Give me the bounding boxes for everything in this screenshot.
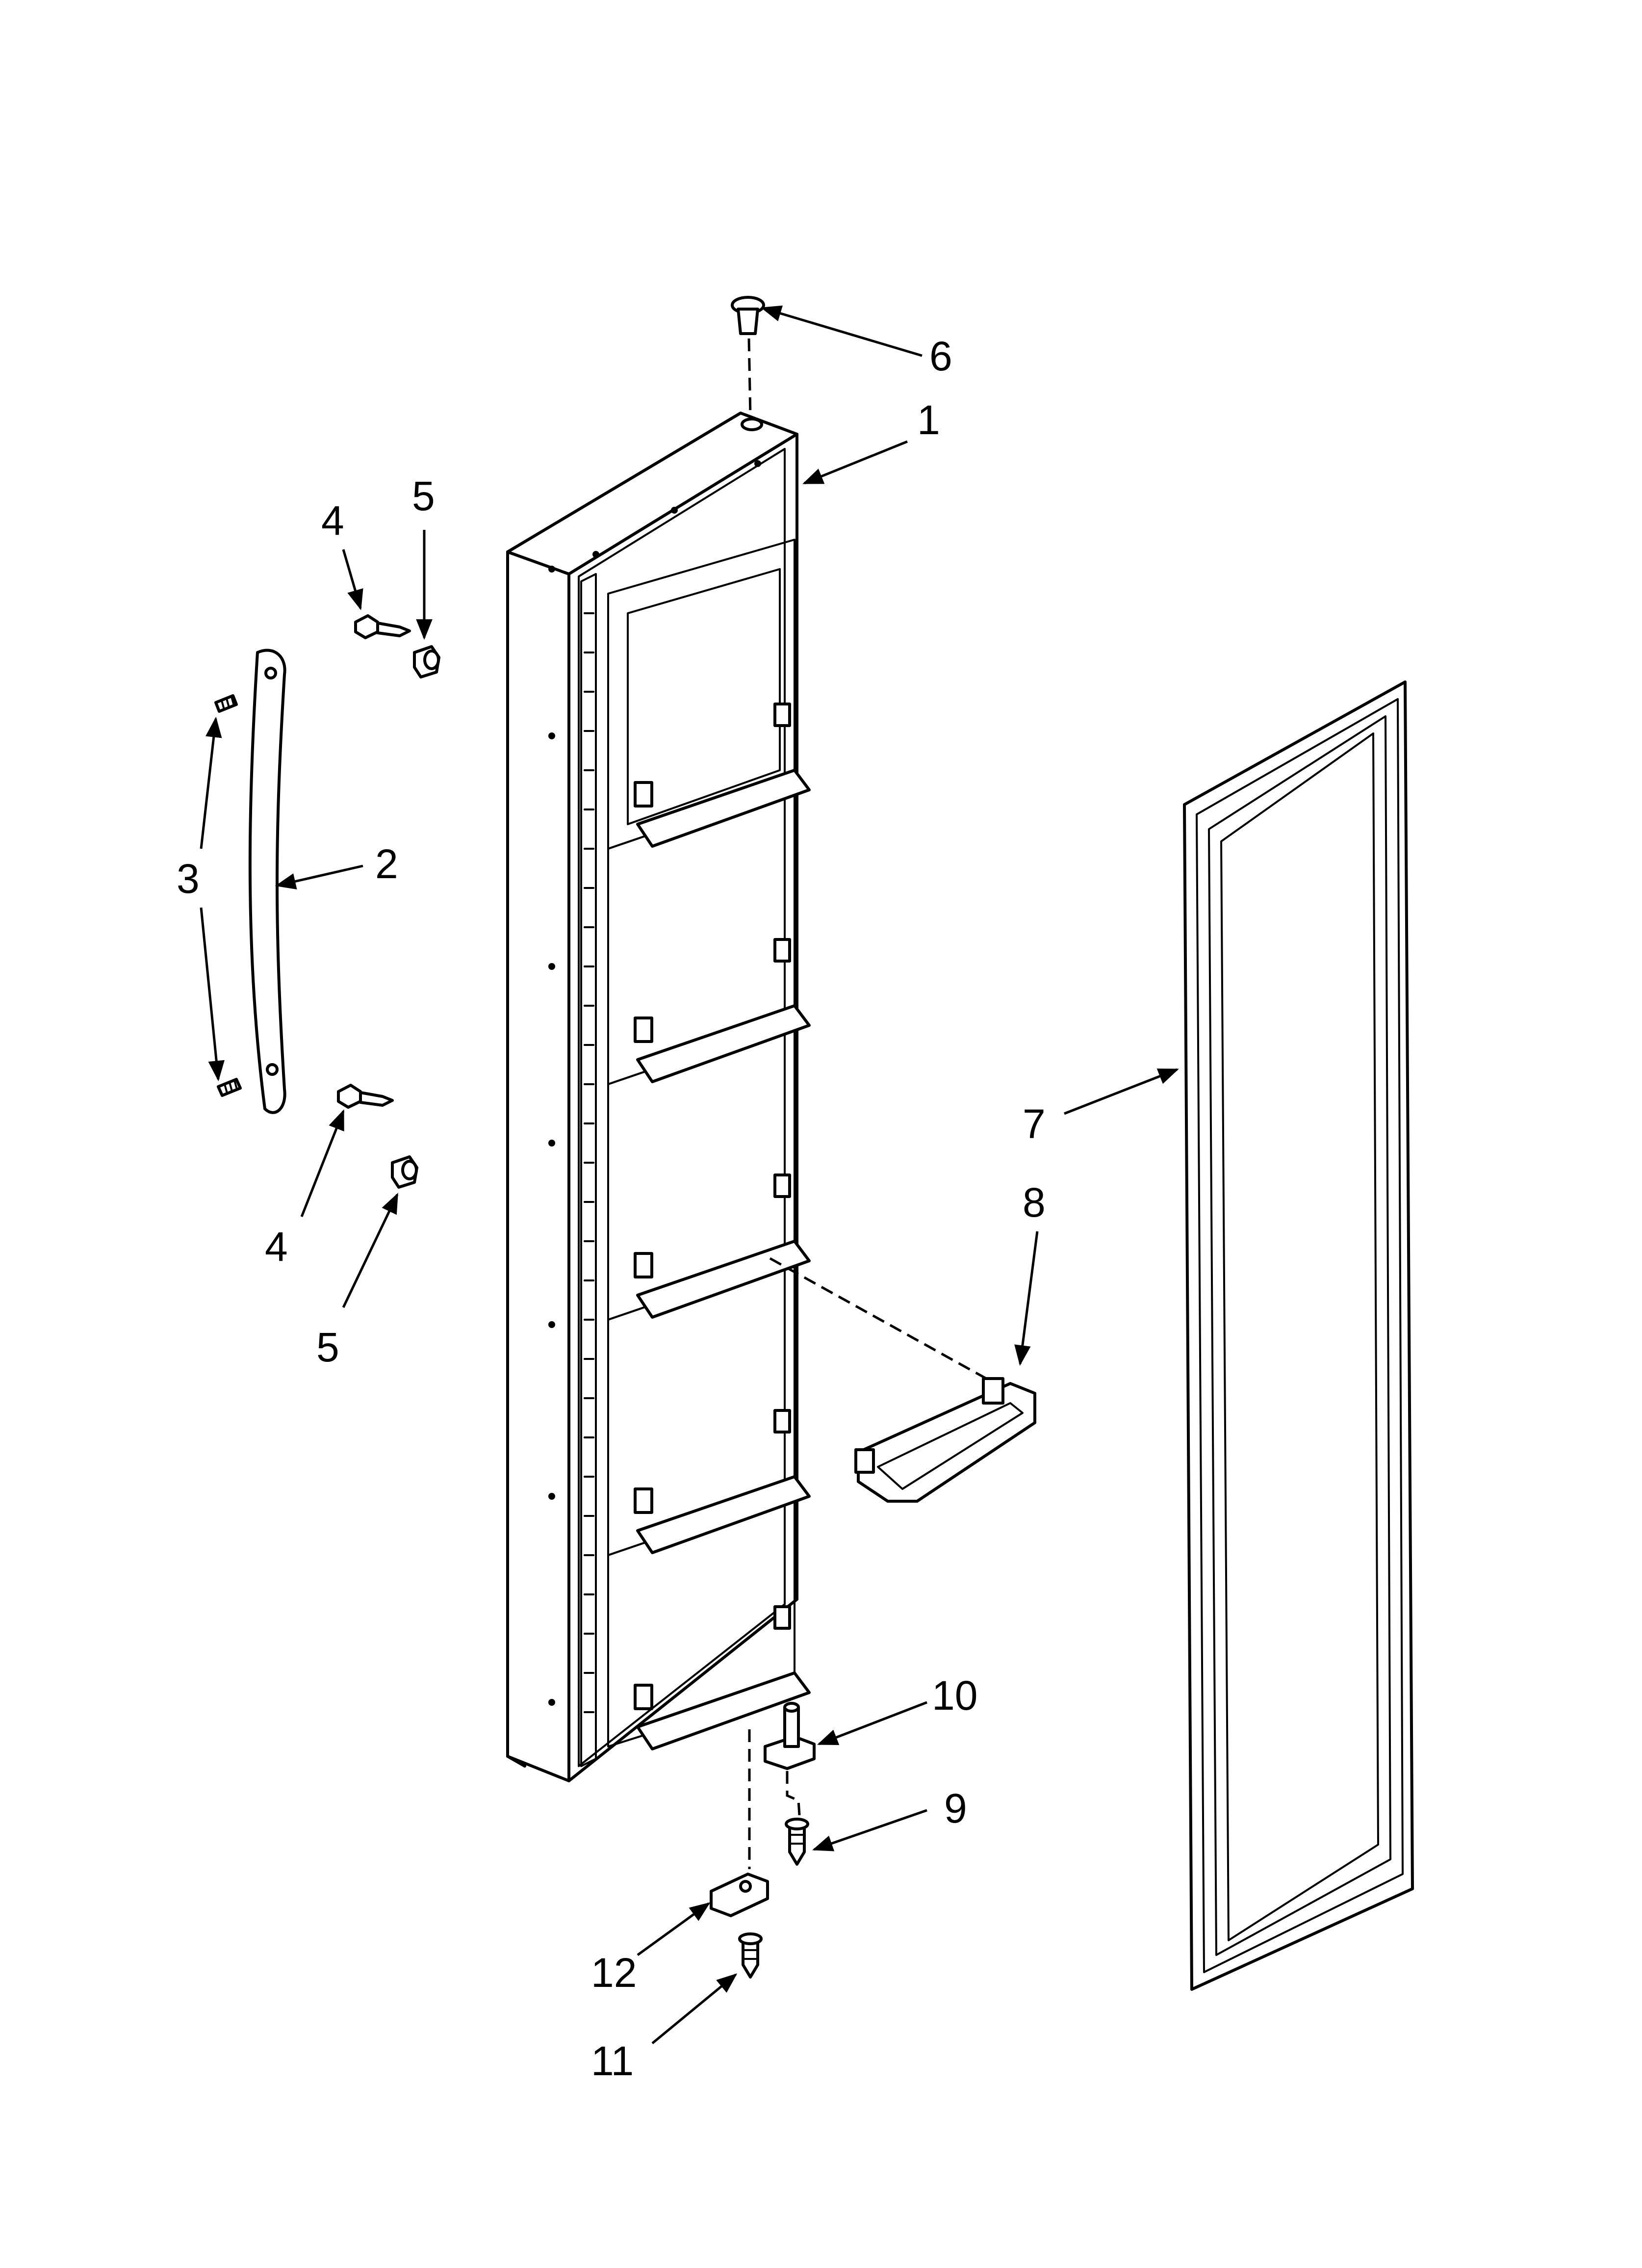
door-gasket-strip [580, 573, 597, 1767]
spacer-upper-5 [413, 645, 440, 678]
door-gasket-7 [1183, 680, 1414, 1991]
callout-2: 2 [375, 841, 398, 887]
top-hinge-hole [741, 417, 763, 431]
door-rivets [548, 460, 761, 1706]
door-liner [567, 433, 798, 1782]
callout-9: 9 [944, 1785, 967, 1831]
screw-lower-4 [337, 1084, 394, 1109]
door-liner-inset [578, 448, 786, 1767]
hinge-pin-dash-line [786, 1771, 801, 1816]
callout-12: 12 [591, 1950, 637, 1996]
hinge-pin-10 [764, 1702, 816, 1770]
callout-8: 8 [1023, 1179, 1046, 1225]
leader-arrows [200, 305, 1179, 2044]
callout-5-lower: 5 [316, 1324, 339, 1370]
handle-screw-lower [217, 1078, 242, 1097]
spacer-lower-5 [391, 1155, 418, 1189]
callout-3: 3 [177, 856, 200, 902]
bottom-bracket-12 [710, 1873, 769, 1917]
top-bushing-6 [731, 296, 765, 335]
screw-upper-4 [354, 614, 411, 639]
handle-upper-hole [264, 667, 277, 679]
handle-lower-hole [266, 1063, 279, 1076]
callout-4-lower: 4 [265, 1224, 288, 1270]
callout-10: 10 [932, 1672, 977, 1719]
callout-1: 1 [917, 397, 940, 443]
gasket-ribs [584, 612, 594, 1713]
callout-7: 7 [1023, 1101, 1046, 1147]
door-assembly [506, 412, 811, 1782]
bushing-dash-line [747, 338, 752, 417]
shelf-clips [634, 703, 791, 1710]
bin-dash-line [769, 1257, 992, 1382]
callout-5-upper: 5 [412, 473, 435, 519]
door-shelves [636, 769, 811, 1750]
callout-4-upper: 4 [321, 497, 344, 544]
screw-11 [738, 1932, 763, 1979]
door-bin-8 [854, 1377, 1036, 1503]
handle-screw-upper [214, 694, 238, 713]
callout-6: 6 [929, 333, 952, 379]
door-handle [248, 649, 286, 1114]
screw-9 [785, 1818, 809, 1866]
callout-11: 11 [591, 2038, 634, 2084]
